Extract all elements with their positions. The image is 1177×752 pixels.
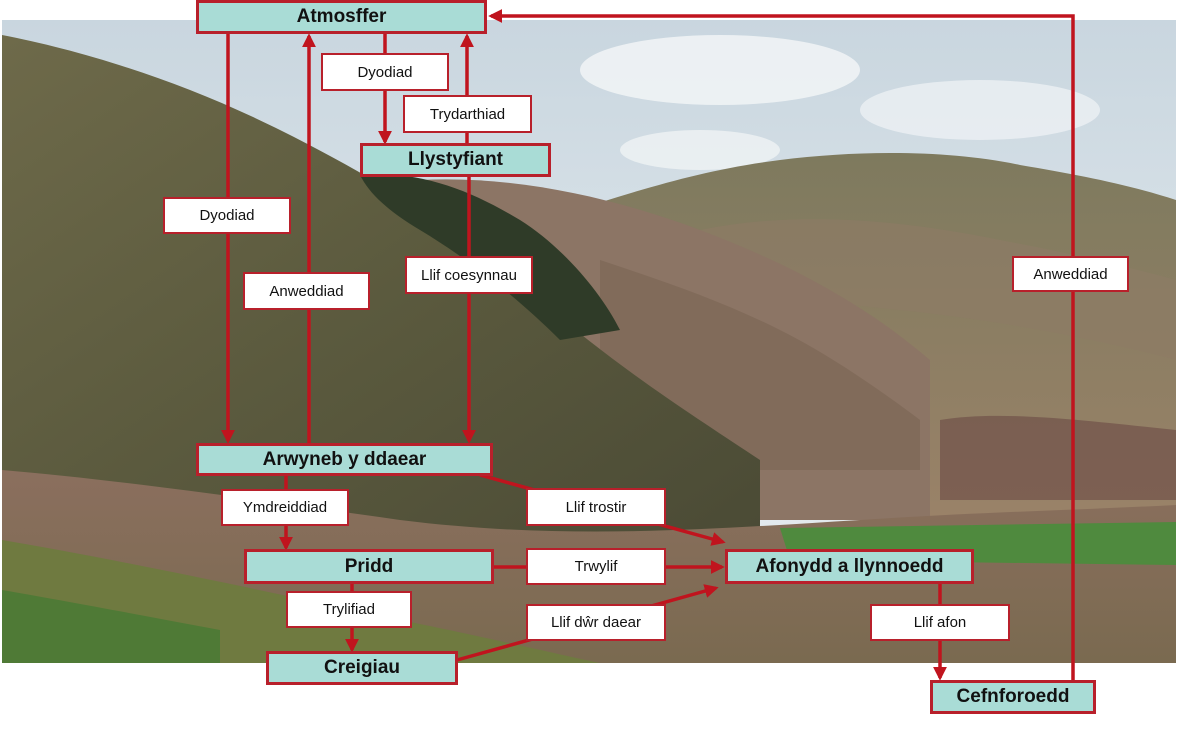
label-precip-surface: Dyodiad (163, 197, 291, 234)
node-earth-surface: Arwyneb y ddaear (196, 443, 493, 476)
label-throughflow: Trwylif (526, 548, 666, 585)
node-rocks: Creigiau (266, 651, 458, 685)
label-percolation: Trylifiad (286, 591, 412, 628)
label-groundwater-flow: Llif dŵr daear (526, 604, 666, 641)
node-oceans: Cefnforoedd (930, 680, 1096, 714)
label-infiltration: Ymdreiddiad (221, 489, 349, 526)
label-overland-flow: Llif trostir (526, 488, 666, 526)
arrow-evaporation-ocean (488, 8, 1075, 680)
label-stemflow: Llif coesynnau (405, 256, 533, 294)
node-soil: Pridd (244, 549, 494, 584)
label-transpiration: Trydarthiad (403, 95, 532, 133)
label-evaporation-ocean: Anweddiad (1012, 256, 1129, 292)
node-rivers-lakes: Afonydd a llynnoedd (725, 549, 974, 584)
node-atmosphere: Atmosffer (196, 0, 487, 34)
label-evaporation-surface: Anweddiad (243, 272, 370, 310)
label-precip-vegetation: Dyodiad (321, 53, 449, 91)
label-river-flow: Llif afon (870, 604, 1010, 641)
node-vegetation: Llystyfiant (360, 143, 551, 177)
